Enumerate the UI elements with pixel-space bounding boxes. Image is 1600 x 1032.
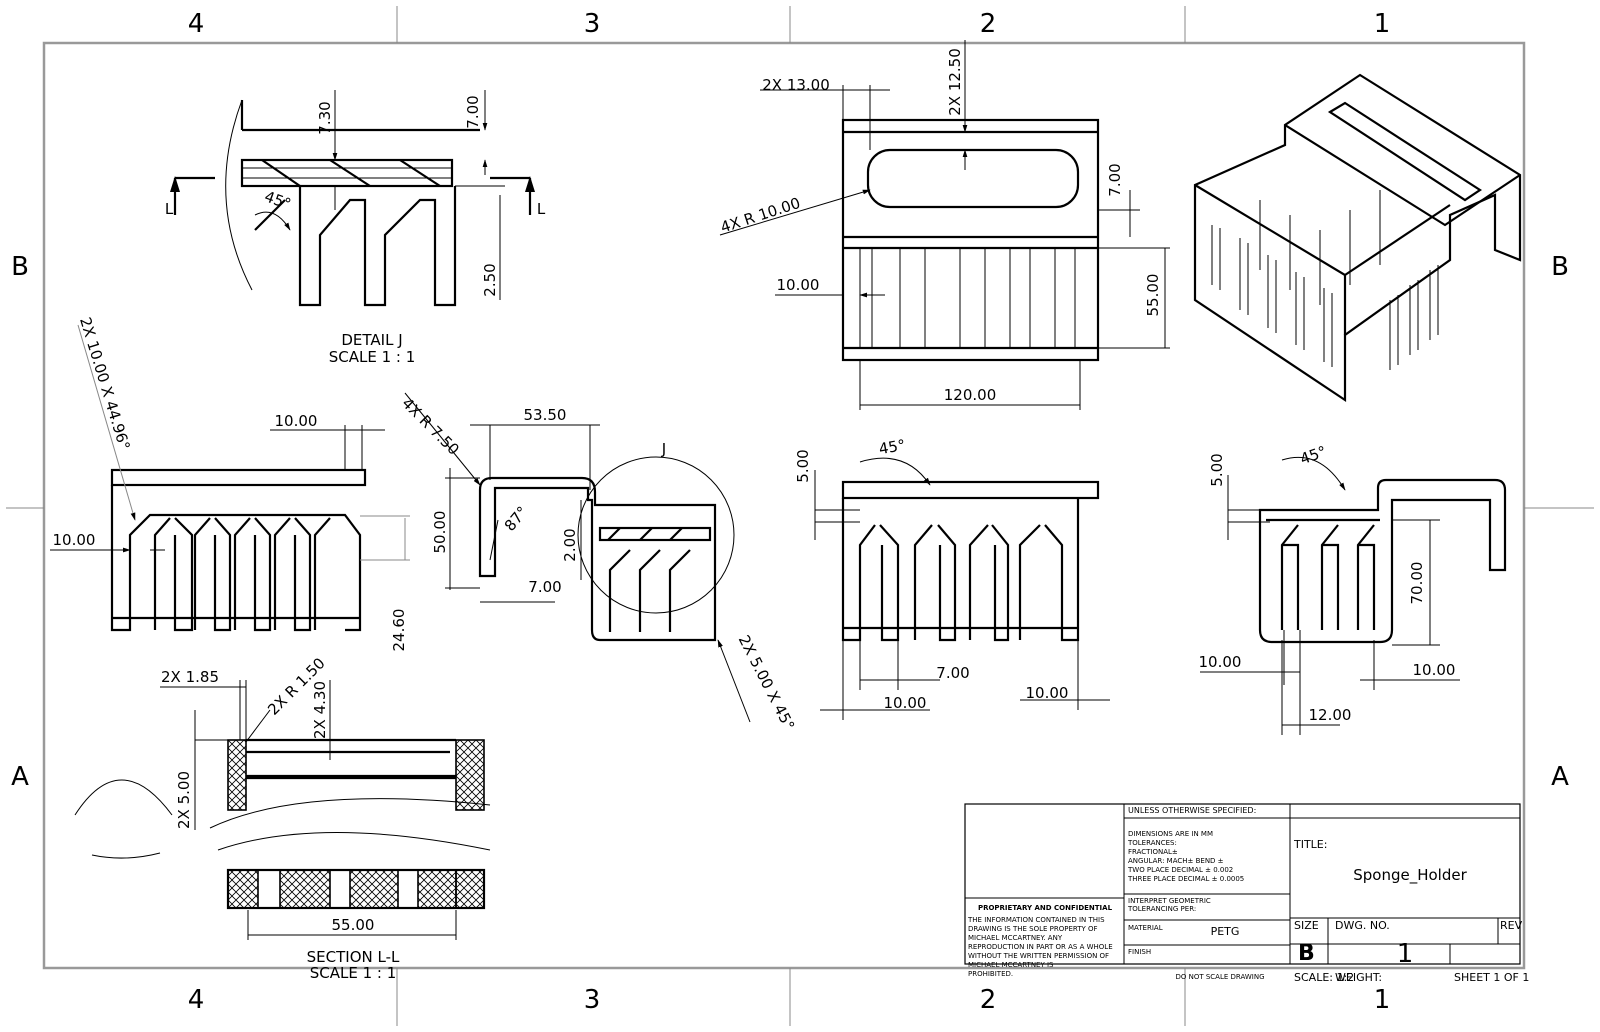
zone-col-2-top: 2 bbox=[980, 9, 997, 39]
dim-12-00: 12.00 bbox=[1309, 706, 1352, 724]
tb-prop-2: MICHAEL MCCARTNEY. ANY bbox=[968, 934, 1063, 942]
tb-no-scale: DO NOT SCALE DRAWING bbox=[1175, 973, 1264, 981]
dim-10-00-front-right: 10.00 bbox=[1026, 684, 1069, 702]
tb-dwg-no: 1 bbox=[1397, 939, 1414, 969]
dim-2-00: 2.00 bbox=[561, 528, 579, 561]
dim-2-50: 2.50 bbox=[481, 263, 499, 296]
dim-2x-12-50: 2X 12.50 bbox=[946, 48, 964, 116]
detail-j-view: 7.30 7.00 45° 2.50 L L DETAIL J SCALE 1 … bbox=[165, 90, 546, 366]
dim-7-00-front: 7.00 bbox=[936, 664, 969, 682]
tb-tol-2: FRACTIONAL± bbox=[1128, 848, 1178, 856]
dim-2x-10-00-x-44-96: 2X 10.00 X 44.96° bbox=[76, 315, 134, 452]
cut-label-left: L bbox=[165, 200, 174, 218]
right-view: 5.00 45° 70.00 10.00 10.00 12.00 bbox=[1199, 442, 1507, 735]
side-view: 4X R 7.50 53.50 50.00 87° 2.00 7.00 2X 5… bbox=[398, 392, 798, 733]
dim-10-00-front-left: 10.00 bbox=[884, 694, 927, 712]
dim-4x-r-7-50: 4X R 7.50 bbox=[398, 394, 462, 458]
cut-label-right: L bbox=[537, 200, 546, 218]
zone-col-3-top: 3 bbox=[584, 9, 601, 39]
dim-120-00: 120.00 bbox=[944, 386, 997, 404]
dim-7-00: 7.00 bbox=[464, 95, 482, 128]
tb-title: Sponge_Holder bbox=[1353, 866, 1467, 885]
tb-weight: WEIGHT: bbox=[1335, 971, 1382, 984]
dim-2x-1-85: 2X 1.85 bbox=[161, 668, 219, 686]
zone-row-b-left: B bbox=[11, 252, 29, 282]
zone-col-2-bottom: 2 bbox=[980, 985, 997, 1015]
isometric-view bbox=[1193, 73, 1522, 403]
tb-prop-1: DRAWING IS THE SOLE PROPERTY OF bbox=[968, 925, 1098, 933]
dim-10-00-right-left: 10.00 bbox=[1199, 653, 1242, 671]
dim-53-50: 53.50 bbox=[524, 406, 567, 424]
tb-prop-4: WITHOUT THE WRITTEN PERMISSION OF bbox=[968, 952, 1109, 960]
dim-50-00: 50.00 bbox=[431, 511, 449, 554]
zone-col-1-top: 1 bbox=[1374, 9, 1391, 39]
zone-col-4-bottom: 4 bbox=[188, 985, 205, 1015]
zone-labels: 4 3 2 1 4 3 2 1 B A B A bbox=[11, 9, 1569, 1015]
dim-10-00-top-view: 10.00 bbox=[777, 276, 820, 294]
zone-row-a-right: A bbox=[1551, 762, 1569, 792]
detail-j-scale: SCALE 1 : 1 bbox=[329, 348, 416, 366]
dim-45-deg-right: 45° bbox=[1298, 442, 1329, 468]
dim-2x-4-30: 2X 4.30 bbox=[311, 681, 329, 739]
dim-10-00-right-right: 10.00 bbox=[1413, 661, 1456, 679]
dim-55-00-section: 55.00 bbox=[332, 916, 375, 934]
zone-col-4-top: 4 bbox=[188, 9, 205, 39]
dim-45-deg-front: 45° bbox=[877, 436, 906, 458]
tb-title-label: TITLE: bbox=[1293, 838, 1327, 851]
zone-col-1-bottom: 1 bbox=[1374, 985, 1391, 1015]
tb-sheet: SHEET 1 OF 1 bbox=[1454, 971, 1529, 984]
dim-10-00-top: 10.00 bbox=[275, 412, 318, 430]
tb-prop-0: THE INFORMATION CONTAINED IN THIS bbox=[967, 916, 1105, 924]
tb-prop-5: MICHAEL MCCARTNEY IS bbox=[968, 961, 1054, 969]
dim-7-00-side: 7.00 bbox=[528, 578, 561, 596]
dim-7-00-top: 7.00 bbox=[1106, 163, 1124, 196]
section-ll-scale: SCALE 1 : 1 bbox=[310, 964, 397, 982]
zone-col-3-bottom: 3 bbox=[584, 985, 601, 1015]
dim-10-00-left: 10.00 bbox=[53, 531, 96, 549]
tb-dwg-no-label: DWG. NO. bbox=[1335, 919, 1390, 932]
tb-rev-label: REV bbox=[1500, 919, 1523, 932]
detail-j-title: DETAIL J bbox=[341, 331, 402, 349]
sheet-border bbox=[6, 6, 1594, 1026]
dim-2x-5-00: 2X 5.00 bbox=[175, 771, 193, 829]
tb-geometric-0: INTERPRET GEOMETRIC bbox=[1128, 897, 1211, 905]
dim-2x-13-00: 2X 13.00 bbox=[762, 76, 830, 94]
tb-proprietary-title: PROPRIETARY AND CONFIDENTIAL bbox=[978, 904, 1113, 912]
dim-4x-r-10-00: 4X R 10.00 bbox=[718, 194, 802, 237]
dim-70-00: 70.00 bbox=[1408, 562, 1426, 605]
tb-material: PETG bbox=[1211, 925, 1240, 938]
top-view: 2X 13.00 2X 12.50 4X R 10.00 7.00 10.00 … bbox=[718, 40, 1170, 410]
dim-55-00-top: 55.00 bbox=[1144, 274, 1162, 317]
dim-24-60: 24.60 bbox=[390, 609, 408, 652]
tb-prop-6: PROHIBITED. bbox=[968, 970, 1013, 978]
title-block: UNLESS OTHERWISE SPECIFIED: DIMENSIONS A… bbox=[964, 803, 1529, 984]
dim-5-00-front: 5.00 bbox=[794, 449, 812, 482]
tb-prop-3: REPRODUCTION IN PART OR AS A WHOLE bbox=[968, 943, 1113, 951]
dim-2x-5-00-x-45: 2X 5.00 X 45° bbox=[735, 632, 798, 733]
dim-5-00-right: 5.00 bbox=[1208, 453, 1226, 486]
section-ll-view: 2X 1.85 2X R 1.50 2X 4.30 2X 5.00 55.00 … bbox=[74, 654, 491, 982]
dim-87-deg: 87° bbox=[501, 503, 532, 535]
tb-finish-label: FINISH bbox=[1128, 948, 1151, 956]
dim-7-30: 7.30 bbox=[316, 101, 334, 134]
tb-material-label: MATERIAL bbox=[1128, 924, 1163, 932]
tb-tol-4: TWO PLACE DECIMAL ± 0.002 bbox=[1127, 866, 1233, 874]
tb-size-label: SIZE bbox=[1294, 919, 1319, 932]
front-view: 5.00 45° 7.00 10.00 10.00 bbox=[794, 436, 1110, 720]
tb-scale: SCALE: 1:2 bbox=[1294, 971, 1354, 984]
tb-unless: UNLESS OTHERWISE SPECIFIED: bbox=[1128, 806, 1256, 815]
section-ll-title: SECTION L-L bbox=[307, 948, 400, 966]
tb-geometric-1: TOLERANCING PER: bbox=[1127, 905, 1196, 913]
tb-tol-0: DIMENSIONS ARE IN MM bbox=[1128, 830, 1213, 838]
tb-size: B bbox=[1298, 941, 1315, 966]
detail-label-j: J bbox=[661, 440, 666, 458]
tb-tol-5: THREE PLACE DECIMAL ± 0.0005 bbox=[1127, 875, 1244, 883]
tb-tol-3: ANGULAR: MACH± BEND ± bbox=[1128, 857, 1224, 865]
zone-row-a-left: A bbox=[11, 762, 29, 792]
dim-45-deg: 45° bbox=[262, 187, 293, 213]
tb-tol-1: TOLERANCES: bbox=[1127, 839, 1177, 847]
zone-row-b-right: B bbox=[1551, 252, 1569, 282]
